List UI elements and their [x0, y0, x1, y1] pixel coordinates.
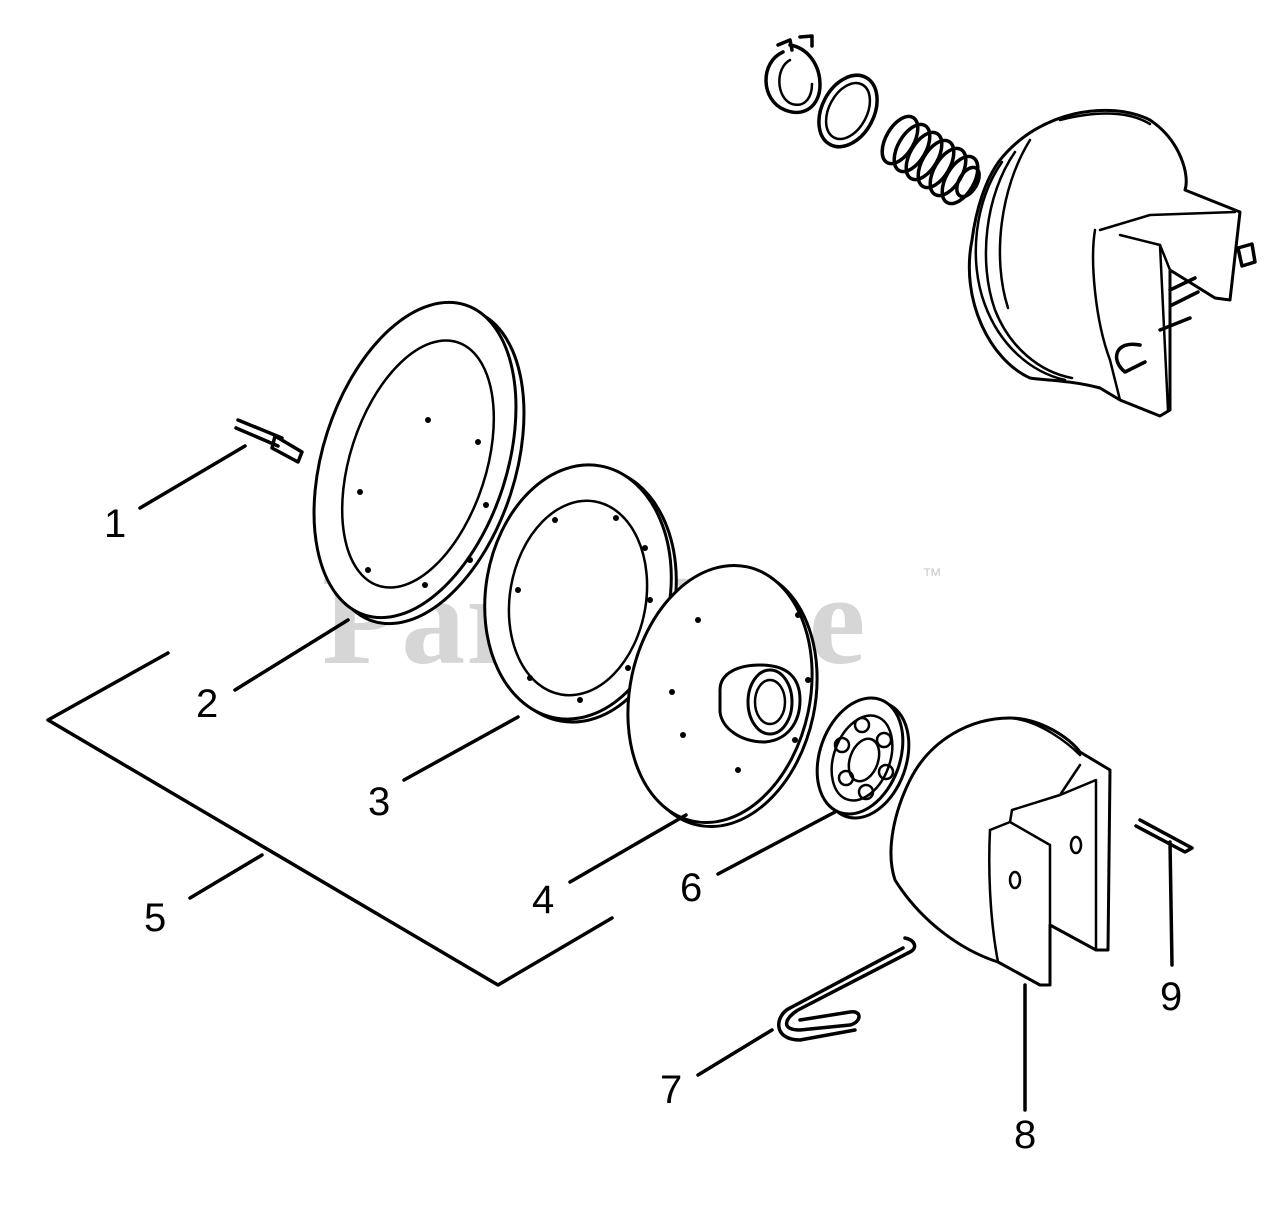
callout-4: 4 — [532, 878, 555, 922]
spring — [880, 114, 981, 206]
hub-disc-part-4 — [568, 563, 819, 884]
callout-1: 1 — [104, 502, 127, 546]
callout-2: 2 — [196, 682, 219, 726]
callout-6: 6 — [680, 866, 703, 910]
housing-part-8 — [889, 716, 1112, 1112]
callout-9: 9 — [1160, 975, 1183, 1019]
callout-5: 5 — [144, 896, 167, 940]
bearing-part-6 — [716, 696, 911, 876]
snap-ring — [764, 34, 822, 115]
pin-part-1 — [138, 418, 304, 510]
watermark-trademark: ™ — [922, 565, 942, 587]
hairpin-clip-part-7 — [696, 936, 917, 1077]
washer — [817, 73, 879, 149]
clutch-housing-assembly — [967, 108, 1257, 418]
assembly-bracket-part-5 — [46, 651, 614, 987]
callout-8: 8 — [1014, 1113, 1037, 1157]
callout-3: 3 — [368, 780, 391, 824]
cotter-pin-part-9 — [1134, 818, 1194, 967]
friction-disc-part-2 — [233, 300, 526, 692]
callout-7: 7 — [660, 1068, 683, 1112]
plate-part-3 — [402, 463, 678, 782]
